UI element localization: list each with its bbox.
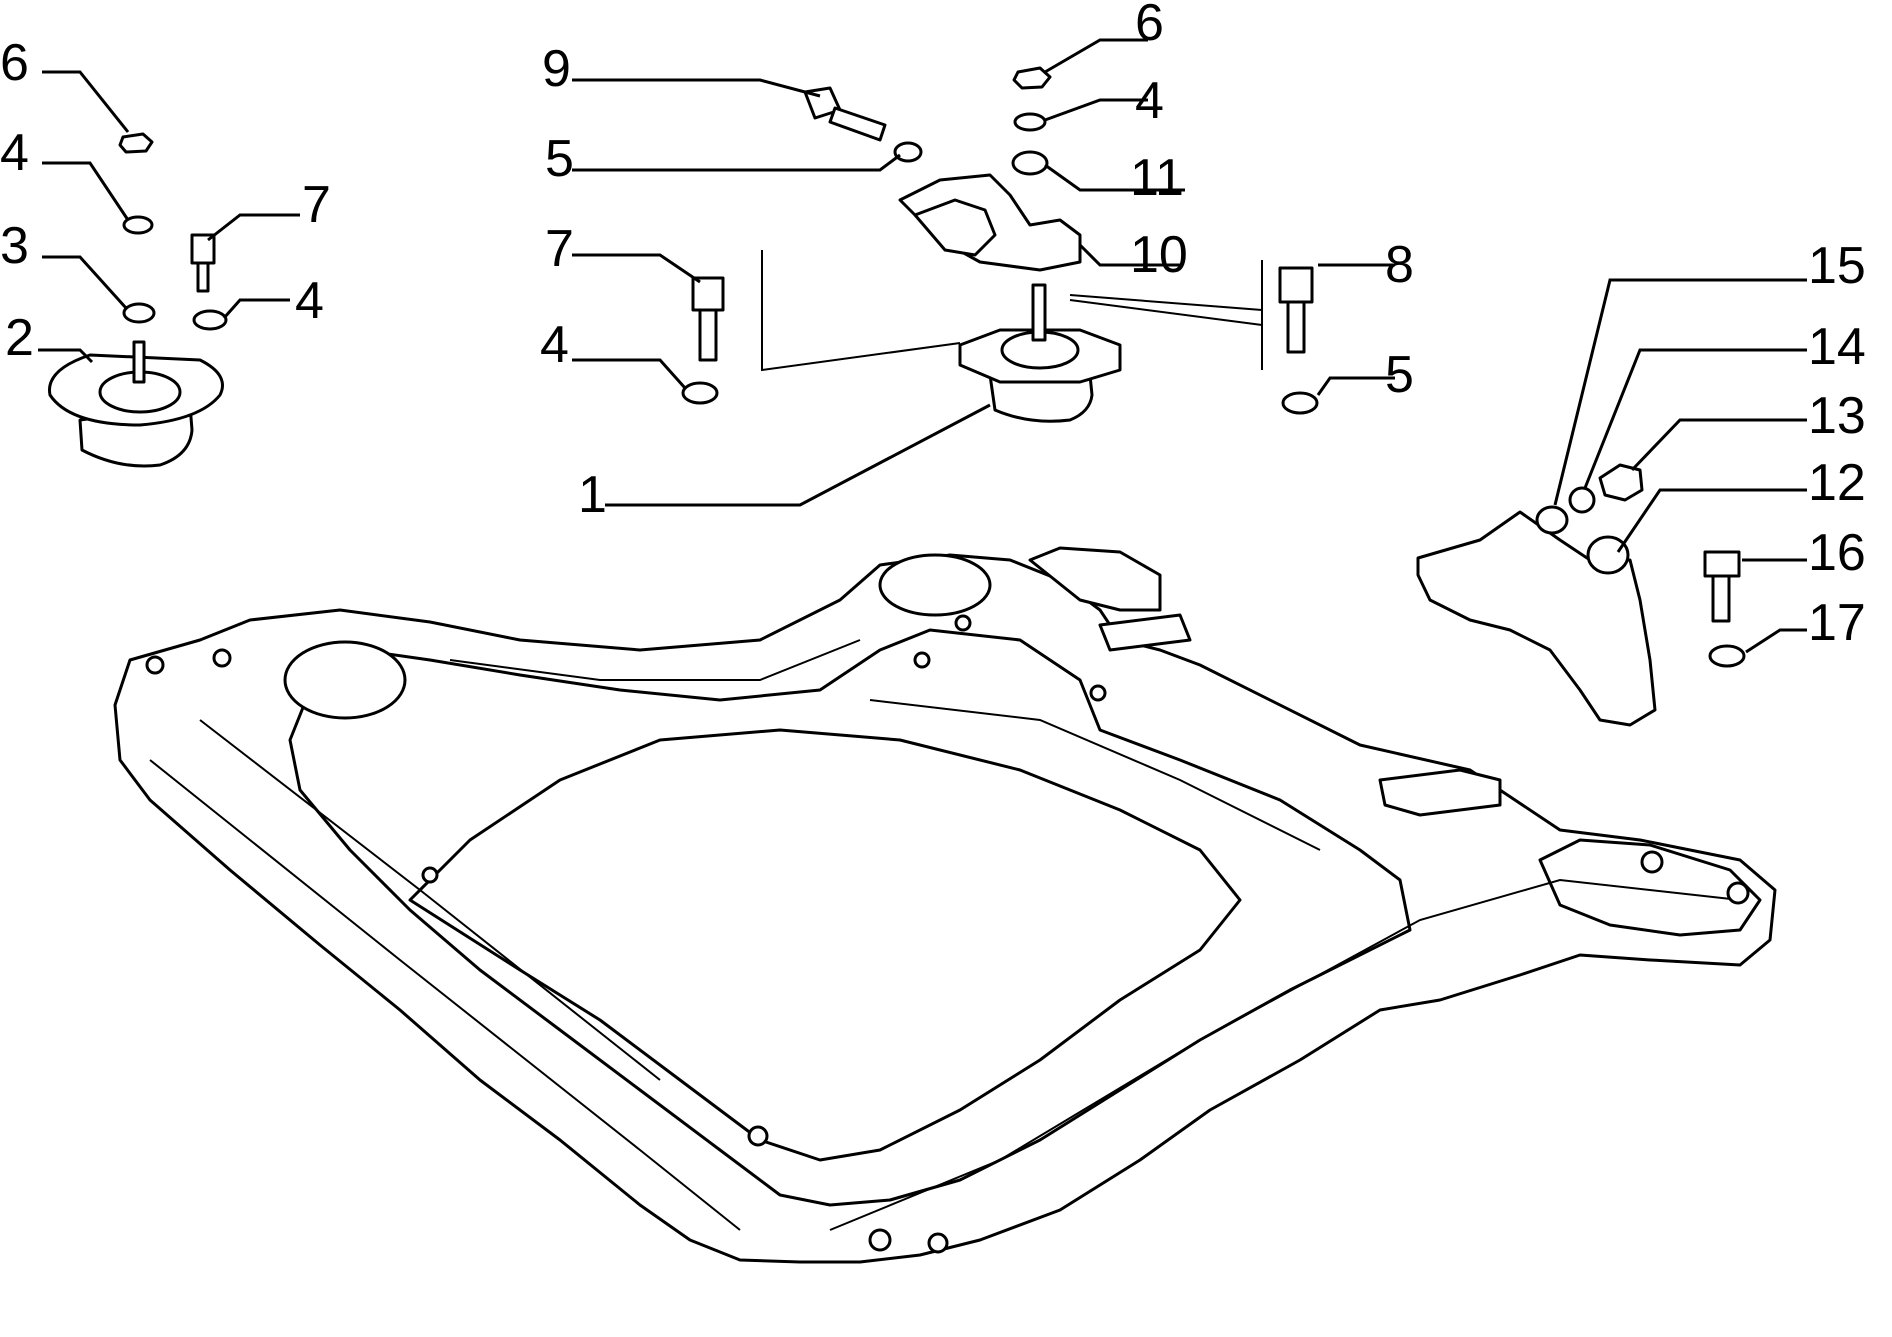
bolt-center-left: [691, 276, 725, 362]
callout-7-center: 7: [545, 220, 574, 278]
callout-1: 1: [578, 466, 607, 524]
callout-2: 2: [5, 309, 34, 367]
lock-washer-left-top: [122, 215, 154, 235]
callout-4-center: 4: [1135, 72, 1164, 130]
callout-12: 12: [1808, 454, 1866, 512]
callout-11: 11: [1130, 149, 1184, 207]
washer-right-14: [1568, 486, 1596, 514]
bracket-center: [898, 173, 1082, 272]
callout-4-left-bottom: 4: [295, 272, 324, 330]
lock-washer-center-left: [681, 381, 719, 405]
callout-17: 17: [1808, 594, 1866, 652]
engine-mount-left: [48, 340, 224, 468]
subframe: [113, 546, 1777, 1264]
callout-15: 15: [1808, 237, 1866, 295]
callout-9: 9: [542, 40, 571, 98]
callout-4-left-top: 4: [0, 124, 29, 182]
bolt-left: [190, 233, 216, 293]
flat-washer-left: [122, 302, 156, 324]
nut-center: [1012, 66, 1052, 90]
callout-13: 13: [1808, 387, 1866, 445]
callout-14: 14: [1808, 318, 1866, 376]
callout-16: 16: [1808, 524, 1866, 582]
callout-4-center-left: 4: [540, 316, 569, 374]
nut-left: [118, 132, 154, 154]
lock-washer-center: [1013, 112, 1047, 132]
callout-6-left: 6: [0, 34, 29, 92]
callout-7-left: 7: [302, 176, 331, 234]
bolt-right: [1703, 550, 1741, 623]
callout-3: 3: [0, 217, 29, 275]
callout-10: 10: [1130, 226, 1188, 284]
callout-5-center-right: 5: [1385, 346, 1414, 404]
lock-washer-center-right: [1281, 391, 1319, 415]
engine-mount-center: [958, 283, 1122, 423]
flat-washer-center: [1011, 150, 1049, 176]
nut-right: [1598, 463, 1644, 502]
lock-washer-left-bottom: [192, 309, 228, 331]
callout-5-center-left: 5: [545, 130, 574, 188]
lock-washer-right: [1708, 644, 1746, 668]
support-arm-right: [1416, 510, 1657, 727]
washer-center-left: [893, 141, 923, 163]
bolt-center-right: [1278, 266, 1314, 354]
callout-8: 8: [1385, 236, 1414, 294]
leader-lines: [38, 38, 1807, 654]
washer-right-15: [1535, 505, 1569, 535]
callout-6-center: 6: [1135, 0, 1164, 52]
